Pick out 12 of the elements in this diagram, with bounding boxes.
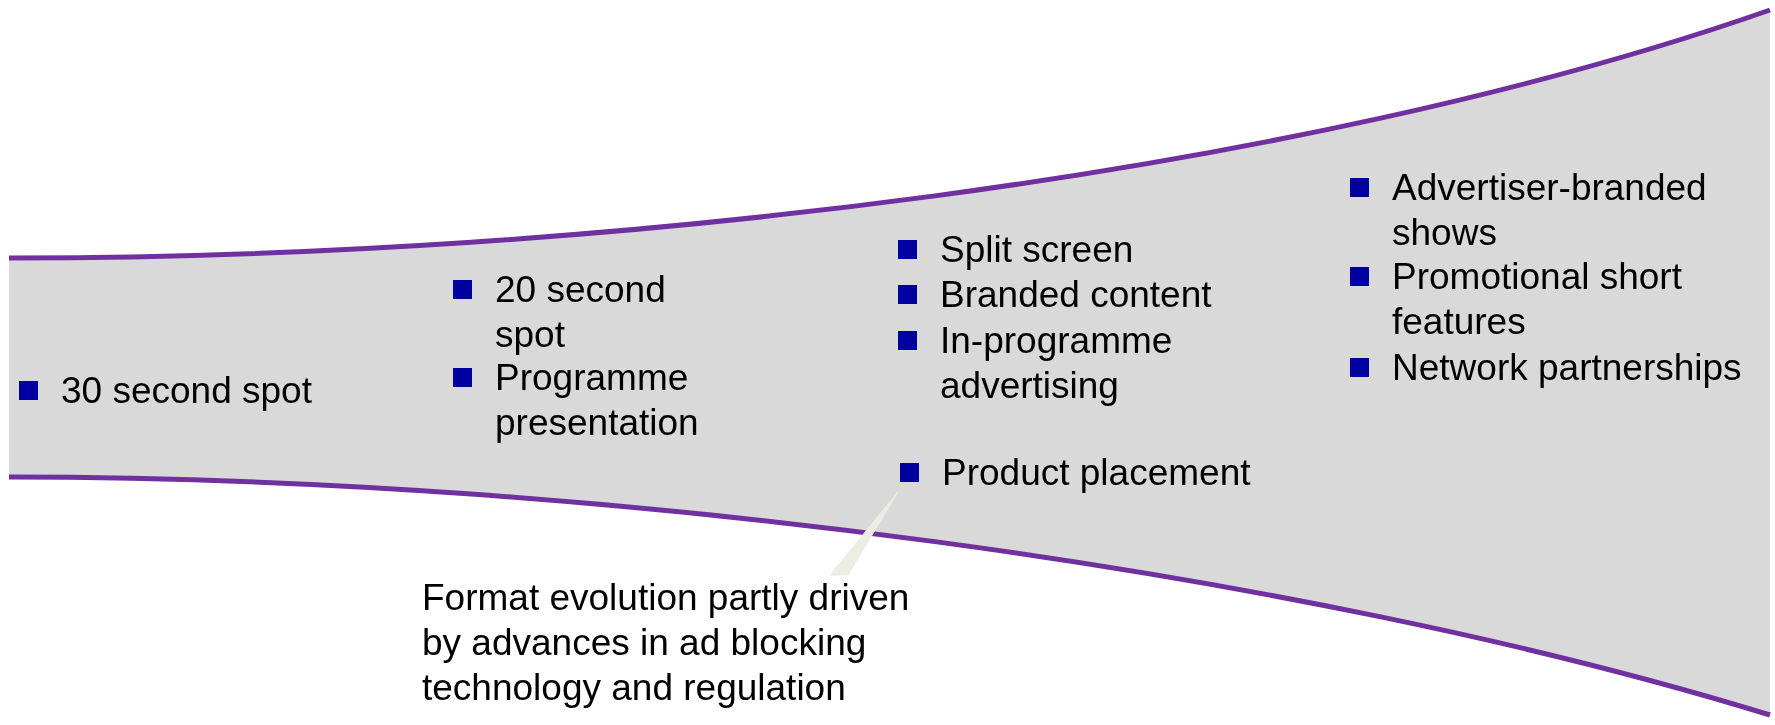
bullet-text: Split screen bbox=[940, 228, 1134, 272]
bullet-text: In-programme advertising bbox=[940, 319, 1174, 408]
bullet-text: Product placement bbox=[942, 451, 1251, 495]
bullet-text: Branded content bbox=[940, 273, 1212, 317]
callout-text: Format evolution partly driven by advances in ad blocking technology and regulation bbox=[422, 576, 911, 710]
leader-line bbox=[829, 491, 899, 576]
bullet-text: Programme presentation bbox=[495, 356, 700, 445]
bullet-text: Advertiser-branded shows bbox=[1392, 166, 1708, 255]
bullet-text: 30 second spot bbox=[61, 369, 312, 413]
bullet-text: Network partnerships bbox=[1392, 346, 1742, 390]
bullet-text: 20 second spot bbox=[495, 268, 667, 357]
bullet-text: Promotional short features bbox=[1392, 255, 1683, 344]
